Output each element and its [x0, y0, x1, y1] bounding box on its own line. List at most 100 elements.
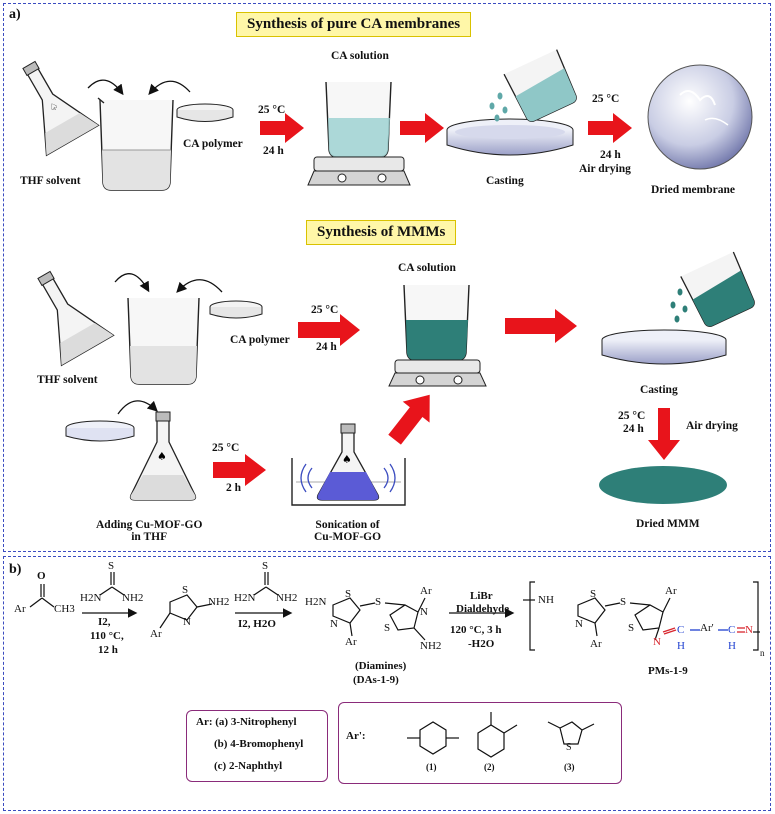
panel-b-label: b): [9, 562, 22, 577]
casting-label-2: Casting: [640, 384, 678, 396]
curved-arrow-icon: [114, 273, 150, 293]
thiourea-S-2: S: [262, 560, 269, 572]
arp-box: [338, 702, 622, 784]
step3-reagent2: Dialdehyde: [456, 603, 510, 615]
thiourea-NH2-1: NH2: [122, 592, 144, 604]
mmm-cond3-time: 2 h: [226, 482, 242, 494]
erlenmeyer-flask-icon: ♠: [129, 411, 197, 501]
step3-cond: 120 °C, 3 h: [450, 624, 502, 636]
svg-text:♠: ♠: [157, 450, 167, 463]
ca-polymer-label-2: CA polymer: [230, 334, 290, 346]
casting-dish-icon: [446, 118, 574, 156]
adding-line1: Adding Cu-MOF-GO: [96, 519, 203, 531]
cond1-time: 24 h: [263, 145, 284, 157]
sonication-label: Sonication of Cu-MOF-GO: [314, 519, 381, 543]
diamine-N-1: N: [330, 618, 338, 630]
casting-label: Casting: [486, 175, 524, 187]
red-arrow-icon: [588, 113, 632, 143]
polymer-C-1: C: [677, 624, 685, 636]
red-arrow-icon: [648, 408, 680, 460]
arp-3-S: S: [566, 742, 572, 753]
panel-b-frame: [3, 556, 771, 811]
beaker-on-stirrer-icon: [307, 81, 411, 186]
polymer-S-2: S: [628, 622, 635, 634]
thf-label-2: THF solvent: [37, 374, 98, 386]
step1-time: 12 h: [98, 644, 118, 656]
thiourea-H2N-2: H2N: [234, 592, 256, 604]
beaker-icon: [97, 97, 174, 191]
atom-CH3: CH3: [54, 603, 75, 615]
ca-solution-label-2: CA solution: [398, 262, 456, 274]
panel-a-frame: [3, 3, 771, 552]
curved-arrow-icon: [176, 279, 223, 293]
thiourea-H2N-1: H2N: [80, 592, 102, 604]
arp-1: (1): [426, 762, 437, 772]
sonication-line2: Cu-MOF-GO: [314, 531, 382, 543]
diamine-Ar-top: Ar: [420, 585, 432, 597]
adding-line2: in THF: [131, 531, 168, 543]
beaker-on-stirrer-icon: [388, 284, 487, 387]
pure-ca-title: Synthesis of pure CA membranes: [236, 12, 472, 37]
diamine-S-1: S: [345, 588, 352, 600]
ar-b: (b) 4-Bromophenyl: [214, 738, 304, 750]
petri-dish-icon: [65, 420, 135, 442]
arp-3: (3): [564, 762, 575, 772]
polymer-H-1: H: [677, 640, 685, 652]
diamine-NH2: NH2: [420, 640, 442, 652]
ca-polymer-label: CA polymer: [183, 138, 243, 150]
diamine-S-2: S: [384, 622, 391, 634]
diamine-H2N: H2N: [305, 596, 327, 608]
polymer-name: PMs-1-9: [648, 665, 688, 677]
polymer-Ar-bot: Ar: [590, 638, 602, 650]
polymer-H-2: H: [728, 640, 736, 652]
ar-title: Ar: (a) 3-Nitrophenyl: [196, 716, 297, 728]
ca-solution-label: CA solution: [331, 50, 389, 62]
casting-dish-icon: [601, 329, 727, 365]
polymer-S-link: S: [620, 596, 627, 608]
polymer-NH: NH: [538, 594, 554, 606]
red-arrow-icon: [213, 454, 266, 486]
mmm-title: Synthesis of MMMs: [306, 220, 457, 245]
diamines-line1: (Diamines): [355, 660, 407, 672]
thiazole-NH2-1: NH2: [208, 596, 230, 608]
pouring-beaker-icon: [680, 251, 755, 328]
sonication-bath-icon: ♠: [291, 423, 406, 506]
step2-reagent: I2, H2O: [238, 618, 276, 630]
polymer-n: n: [760, 648, 765, 658]
polymer-N-imine: N: [653, 636, 661, 648]
red-arrow-icon: [388, 394, 430, 445]
red-arrow-icon: [260, 113, 304, 143]
polymer-Arp: Ar': [700, 622, 714, 634]
dried-mmm-icon: [599, 466, 727, 504]
atom-O: O: [37, 570, 46, 582]
droplets-icon: [489, 92, 508, 122]
mmm-cond4-method: Air drying: [686, 420, 738, 432]
red-arrow-icon: [298, 314, 360, 346]
dried-membrane-label: Dried membrane: [651, 184, 735, 196]
diamine-N-2: N: [420, 606, 428, 618]
polymer-N-1: N: [575, 618, 583, 630]
dried-membrane-icon: [647, 64, 753, 170]
beaker-icon: [127, 297, 200, 385]
ar-box: [186, 710, 328, 782]
step1-temp: 110 °C,: [90, 630, 124, 642]
mmm-cond3-temp: 25 °C: [212, 442, 240, 454]
mmm-cond4-temp: 25 °C: [618, 410, 646, 422]
panel-a-label: a): [9, 7, 21, 22]
curved-arrow-icon: [87, 79, 124, 96]
thf-label: THF solvent: [20, 175, 81, 187]
thiazole-N-1: N: [183, 616, 191, 628]
red-arrow-icon: [400, 113, 444, 143]
petri-dish-icon: [176, 103, 234, 122]
thiourea-S-1: S: [108, 560, 115, 572]
cond2-method: Air drying: [579, 163, 631, 175]
svg-text:♠: ♠: [342, 453, 352, 466]
red-arrow-icon: [505, 309, 577, 343]
thf-flask-icon: ♤: [22, 60, 100, 157]
mmm-cond1-temp: 25 °C: [311, 304, 339, 316]
polymer-Ar-top: Ar: [665, 585, 677, 597]
diamine-S-link: S: [375, 596, 382, 608]
step3-byproduct: -H2O: [468, 638, 495, 650]
